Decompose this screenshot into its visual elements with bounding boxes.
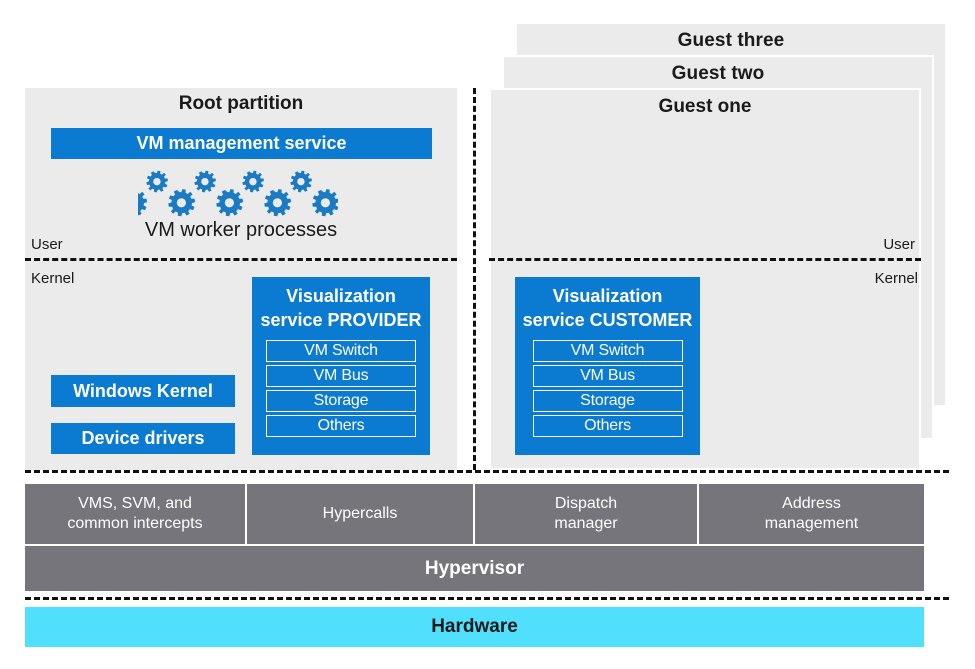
hardware-bar[interactable]: Hardware (25, 607, 924, 647)
vsc-item-vm-bus[interactable]: VM Bus (532, 364, 683, 387)
vsc-item-vm-switch[interactable]: VM Switch (532, 339, 683, 362)
root-kernel-label: Kernel (31, 270, 75, 287)
vm-worker-gears (120, 167, 340, 219)
vsp-item-vm-bus[interactable]: VM Bus (266, 364, 416, 387)
hypervisor-cell-address-management[interactable]: Address management (699, 484, 924, 544)
hypervisor-cell-hypercalls[interactable]: Hypercalls (247, 484, 475, 544)
vsp-item-others[interactable]: Others (266, 414, 416, 437)
virtualization-service-provider-box[interactable]: Visualization service PROVIDER VM Switch… (252, 277, 430, 455)
hardware-top-divider (25, 597, 949, 600)
guest-three-label: Guest three (677, 30, 785, 51)
vsc-item-storage[interactable]: Storage (532, 389, 683, 412)
vsc-item-others[interactable]: Others (532, 414, 683, 437)
hypervisor-cell-vms-svm[interactable]: VMS, SVM, and common intercepts (25, 484, 247, 544)
guest-user-kernel-divider (489, 258, 921, 261)
guest-one-kernel-label: Kernel (874, 270, 918, 287)
vm-worker-processes-label: VM worker processes (144, 219, 338, 241)
windows-kernel-bar[interactable]: Windows Kernel (51, 375, 235, 407)
vsp-title: Visualization service PROVIDER (260, 286, 422, 330)
virtualization-service-customer-box[interactable]: Visualization service CUSTOMER VM Switch… (515, 277, 700, 455)
root-user-kernel-divider (25, 258, 457, 261)
hypervisor-band[interactable]: Hypervisor (25, 544, 924, 591)
vsp-item-storage[interactable]: Storage (266, 389, 416, 412)
root-partition-title: Root partition (178, 93, 304, 114)
hypervisor-top-divider (25, 470, 949, 473)
guest-two-label: Guest two (671, 63, 765, 84)
vsp-item-vm-switch[interactable]: VM Switch (266, 339, 416, 362)
hypervisor-cell-dispatch-manager[interactable]: Dispatch manager (475, 484, 699, 544)
guest-one-label: Guest one (658, 96, 752, 117)
vsc-title: Visualization service CUSTOMER (522, 286, 693, 330)
device-drivers-bar[interactable]: Device drivers (51, 423, 235, 454)
guest-one-user-label: User (883, 236, 915, 253)
root-user-label: User (31, 236, 63, 253)
partition-guest-separator (473, 88, 476, 470)
vm-management-service-bar[interactable]: VM management service (51, 128, 432, 159)
